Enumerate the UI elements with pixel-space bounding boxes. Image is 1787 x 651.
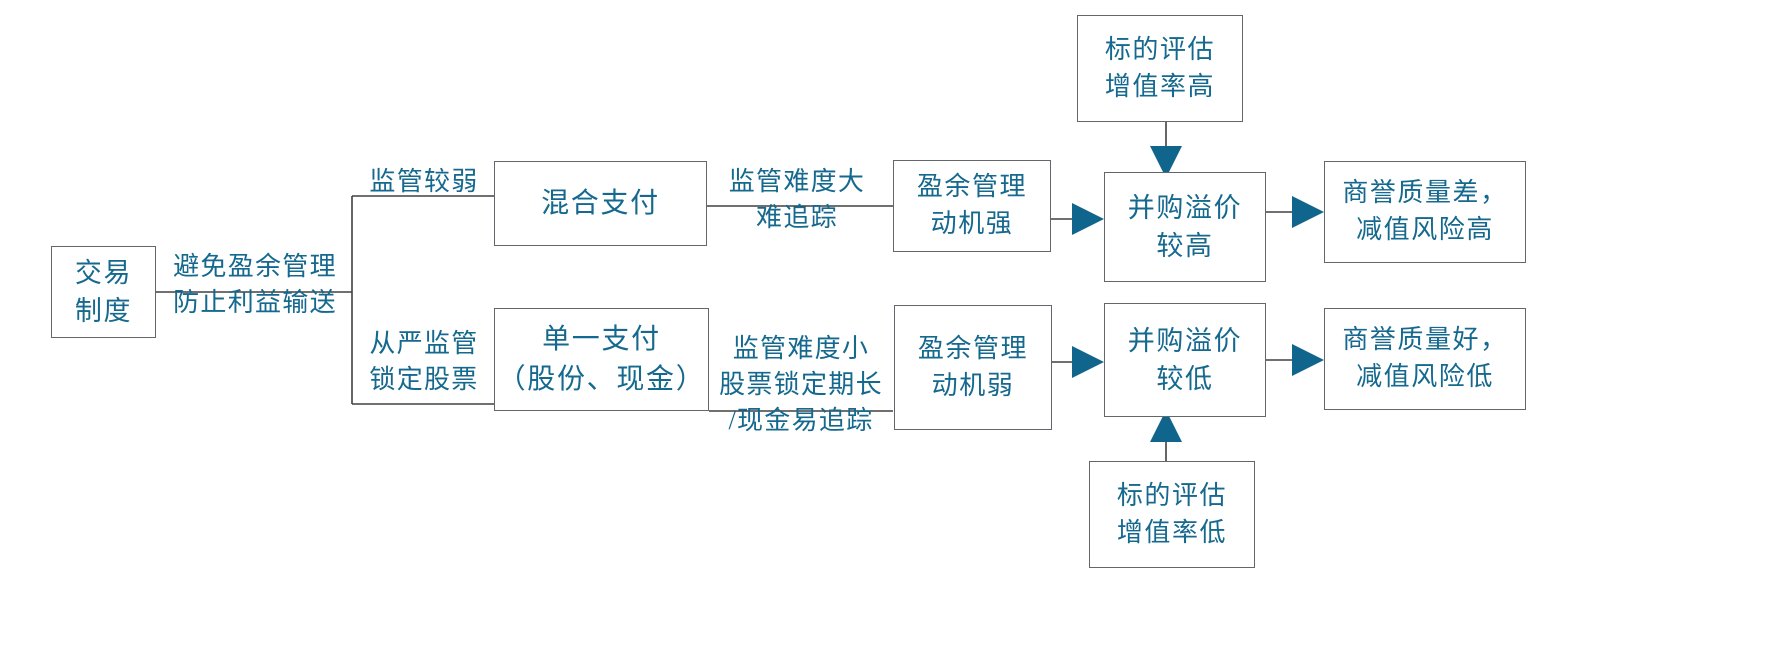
edge-label-strict-regulation-line-1: 从严监管 xyxy=(369,329,479,358)
node-valuation-appreciation-low[interactable]: 标的评估 增值率低 xyxy=(1089,461,1255,568)
node-valuation-appreciation-high[interactable]: 标的评估 增值率高 xyxy=(1077,15,1243,122)
node-goodwill-bad-line-1: 商誉质量差， xyxy=(1342,178,1508,208)
arrowhead-em-strong-to-premium-high xyxy=(1072,203,1104,235)
arrowhead-premium-high-to-goodwill-bad xyxy=(1292,196,1324,228)
node-ma-premium-high[interactable]: 并购溢价 较高 xyxy=(1104,172,1266,282)
edge-label-strict-regulation-line-2: 锁定股票 xyxy=(369,364,479,394)
node-single-payment-line-2: （股份、现金） xyxy=(497,363,706,395)
node-valuation-high-line-2: 增值率高 xyxy=(1104,71,1216,101)
edge-label-root-purpose-line-2: 防止利益输送 xyxy=(173,287,337,317)
node-mixed-payment-line-1: 混合支付 xyxy=(541,187,660,219)
node-single-payment-line-1: 单一支付 xyxy=(542,323,661,355)
node-valuation-low-line-2: 增值率低 xyxy=(1116,517,1228,547)
node-earnings-management-weak[interactable]: 盈余管理 动机弱 xyxy=(894,305,1052,430)
node-mixed-payment[interactable]: 混合支付 xyxy=(494,161,707,246)
node-trading-system-line-1: 交易 xyxy=(74,257,133,288)
edge-label-hard-to-regulate-line-1: 监管难度大 xyxy=(728,167,866,196)
node-valuation-low-line-1: 标的评估 xyxy=(1116,480,1228,510)
edge-label-hard-to-regulate: 监管难度大 难追踪 xyxy=(712,164,882,236)
edge-label-weak-regulation: 监管较弱 xyxy=(357,164,491,200)
edge-label-root-purpose: 避免盈余管理 防止利益输送 xyxy=(160,249,350,321)
edge-label-weak-regulation-line-1: 监管较弱 xyxy=(369,167,479,196)
edge-label-easy-to-regulate-line-3: /现金易追踪 xyxy=(728,405,874,435)
arrowhead-em-weak-to-premium-low xyxy=(1072,346,1104,378)
node-em-strong-line-1: 盈余管理 xyxy=(916,172,1028,202)
node-goodwill-bad-line-2: 减值风险高 xyxy=(1356,215,1494,244)
node-valuation-high-line-1: 标的评估 xyxy=(1104,34,1216,64)
node-em-strong-line-2: 动机强 xyxy=(930,209,1014,238)
node-goodwill-good-line-1: 商誉质量好， xyxy=(1342,325,1508,355)
node-goodwill-good-line-2: 减值风险低 xyxy=(1356,362,1494,391)
edge-label-root-purpose-line-1: 避免盈余管理 xyxy=(173,252,337,281)
node-goodwill-quality-poor[interactable]: 商誉质量差， 减值风险高 xyxy=(1324,161,1526,263)
node-earnings-management-strong[interactable]: 盈余管理 动机强 xyxy=(893,160,1051,252)
edge-label-easy-to-regulate: 监管难度小 股票锁定期长 /现金易追踪 xyxy=(713,331,889,439)
node-premium-high-line-2: 较高 xyxy=(1156,231,1214,261)
edge-label-easy-to-regulate-line-2: 股票锁定期长 xyxy=(719,369,883,399)
node-trading-system[interactable]: 交易 制度 xyxy=(51,246,156,338)
node-em-weak-line-2: 动机弱 xyxy=(931,370,1015,400)
node-ma-premium-low[interactable]: 并购溢价 较低 xyxy=(1104,303,1266,417)
edge-label-hard-to-regulate-line-2: 难追踪 xyxy=(756,202,838,232)
node-premium-low-line-1: 并购溢价 xyxy=(1127,325,1243,356)
node-single-payment[interactable]: 单一支付 （股份、现金） xyxy=(494,308,709,411)
node-premium-high-line-1: 并购溢价 xyxy=(1127,192,1243,223)
arrowhead-premium-low-to-goodwill-good xyxy=(1292,344,1324,376)
edge-label-easy-to-regulate-line-1: 监管难度小 xyxy=(732,334,870,363)
node-trading-system-line-2: 制度 xyxy=(74,296,133,326)
node-premium-low-line-2: 较低 xyxy=(1156,364,1214,394)
node-goodwill-quality-good[interactable]: 商誉质量好， 减值风险低 xyxy=(1324,308,1526,410)
edge-label-strict-regulation: 从严监管 锁定股票 xyxy=(357,326,491,398)
node-em-weak-line-1: 盈余管理 xyxy=(917,333,1029,363)
